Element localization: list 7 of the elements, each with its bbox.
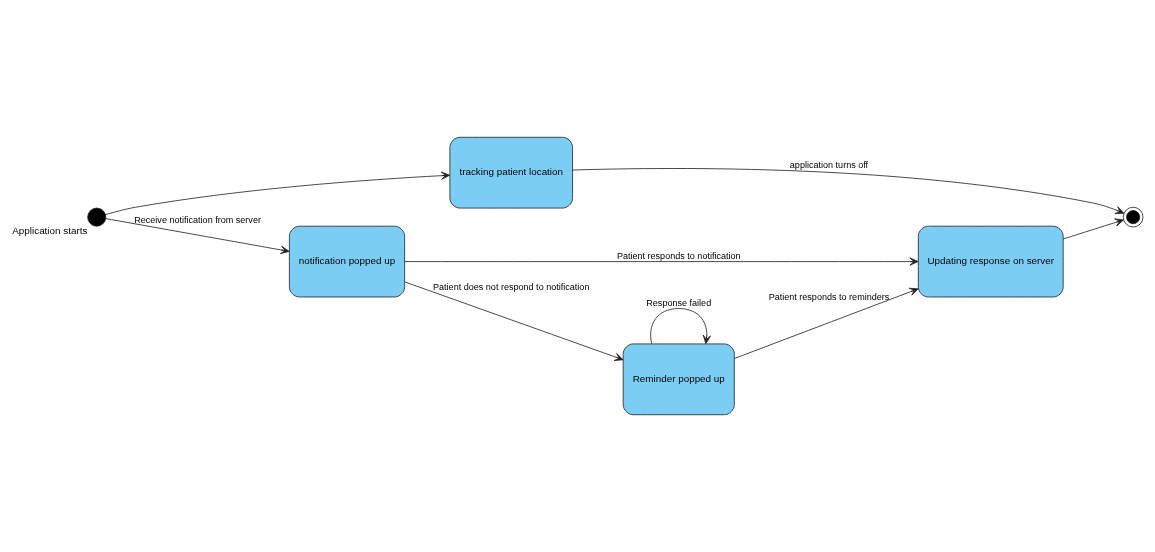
edge-label: application turns off	[789, 159, 869, 170]
edge-label: Response failed	[646, 297, 712, 308]
edge-label: Patient does not respond to notification	[433, 282, 590, 293]
edge-label: Patient responds to reminders	[768, 292, 890, 303]
edge-label: Receive notification from server	[134, 214, 261, 225]
edge-label: Patient responds to notification	[616, 250, 741, 261]
node-label: Application starts	[12, 225, 88, 237]
